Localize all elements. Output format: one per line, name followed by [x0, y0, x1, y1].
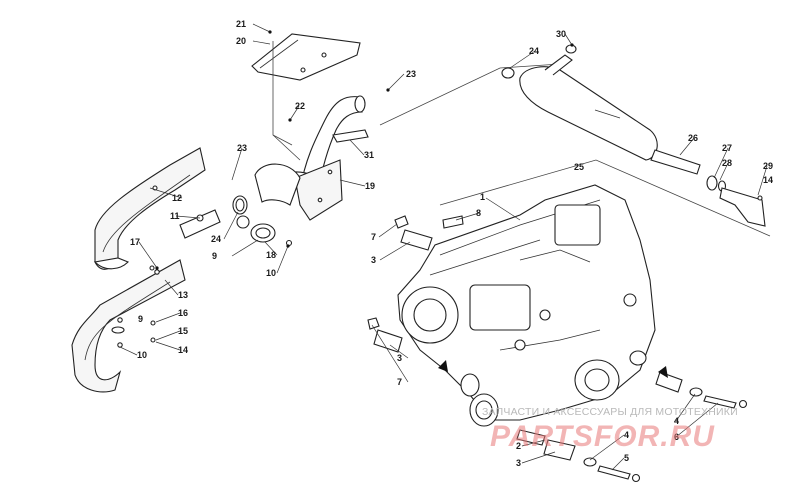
callout-19: 19	[365, 181, 375, 191]
engine-label-sticker	[442, 215, 464, 229]
manifold-assembly	[232, 163, 301, 247]
callout-4: 4	[624, 430, 629, 440]
callout-3: 3	[397, 353, 402, 363]
callout-27: 27	[722, 143, 732, 153]
callout-29: 29	[763, 161, 773, 171]
callout-2: 2	[516, 441, 521, 451]
callout-26: 26	[688, 133, 698, 143]
callout-16: 16	[178, 308, 188, 318]
direction-arrows	[438, 360, 668, 378]
callout-17: 17	[130, 237, 140, 247]
callout-25: 25	[574, 162, 584, 172]
callout-14: 14	[763, 175, 773, 185]
callout-13: 13	[178, 290, 188, 300]
engine-mount-front	[367, 215, 748, 483]
callout-10: 10	[266, 268, 276, 278]
callout-3: 3	[371, 255, 376, 265]
callout-4: 4	[674, 416, 679, 426]
callout-labels: 21 20 22 23 23 31 19 30 24 26 27 28 25 2…	[130, 19, 773, 468]
left-heat-shield-lower	[71, 259, 186, 393]
pipe-heat-shield	[294, 159, 343, 221]
callout-5: 5	[624, 453, 629, 463]
callout-15: 15	[178, 326, 188, 336]
callout-23: 23	[237, 143, 247, 153]
heat-shield-plate	[251, 33, 361, 81]
callout-11: 11	[170, 211, 180, 221]
left-heat-shield-upper	[93, 147, 206, 270]
callout-20: 20	[236, 36, 246, 46]
panel-outline	[272, 41, 301, 161]
callout-21: 21	[236, 19, 246, 29]
muffler	[501, 44, 766, 227]
callout-3: 3	[516, 458, 521, 468]
callout-23: 23	[406, 69, 416, 79]
callout-31: 31	[364, 150, 374, 160]
callout-22: 22	[295, 101, 305, 111]
watermark-tagline: ЗАПЧАСТИ И АКСЕССУАРЫ ДЛЯ МОТОТЕХНИКИ	[482, 406, 738, 418]
callout-30: 30	[556, 29, 566, 39]
watermark-logo: PARTSFOR.RU	[490, 420, 715, 453]
callout-28: 28	[722, 158, 732, 168]
engine-block	[397, 184, 656, 427]
callout-12: 12	[172, 193, 182, 203]
leader-dots	[155, 30, 574, 270]
callout-14: 14	[178, 345, 188, 355]
callout-6: 6	[674, 432, 679, 442]
callout-24: 24	[211, 234, 221, 244]
callout-24: 24	[529, 46, 539, 56]
muffler-outline-box	[379, 63, 771, 237]
callout-9: 9	[138, 314, 143, 324]
callout-1: 1	[480, 192, 485, 202]
callout-10: 10	[137, 350, 147, 360]
callout-18: 18	[266, 250, 276, 260]
leader-lines	[119, 23, 768, 471]
callout-8: 8	[476, 208, 481, 218]
callout-9: 9	[212, 251, 217, 261]
callout-7: 7	[397, 377, 402, 387]
callout-7: 7	[371, 232, 376, 242]
